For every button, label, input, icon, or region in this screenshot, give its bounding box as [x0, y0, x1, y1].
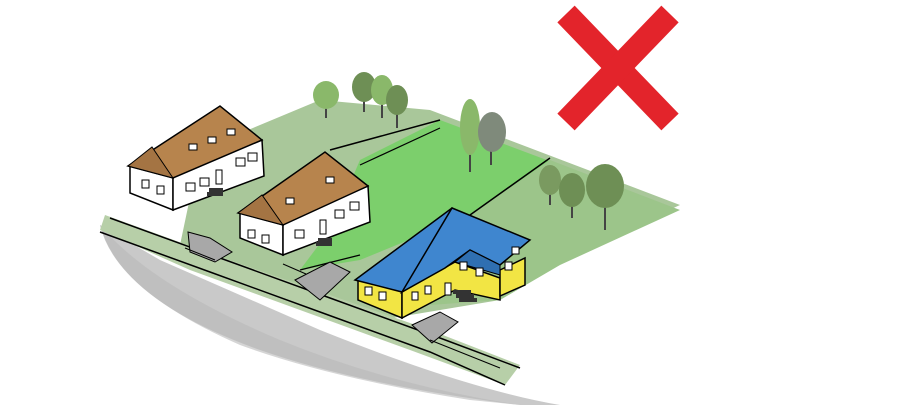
suburban-layout-illustration [0, 0, 916, 410]
